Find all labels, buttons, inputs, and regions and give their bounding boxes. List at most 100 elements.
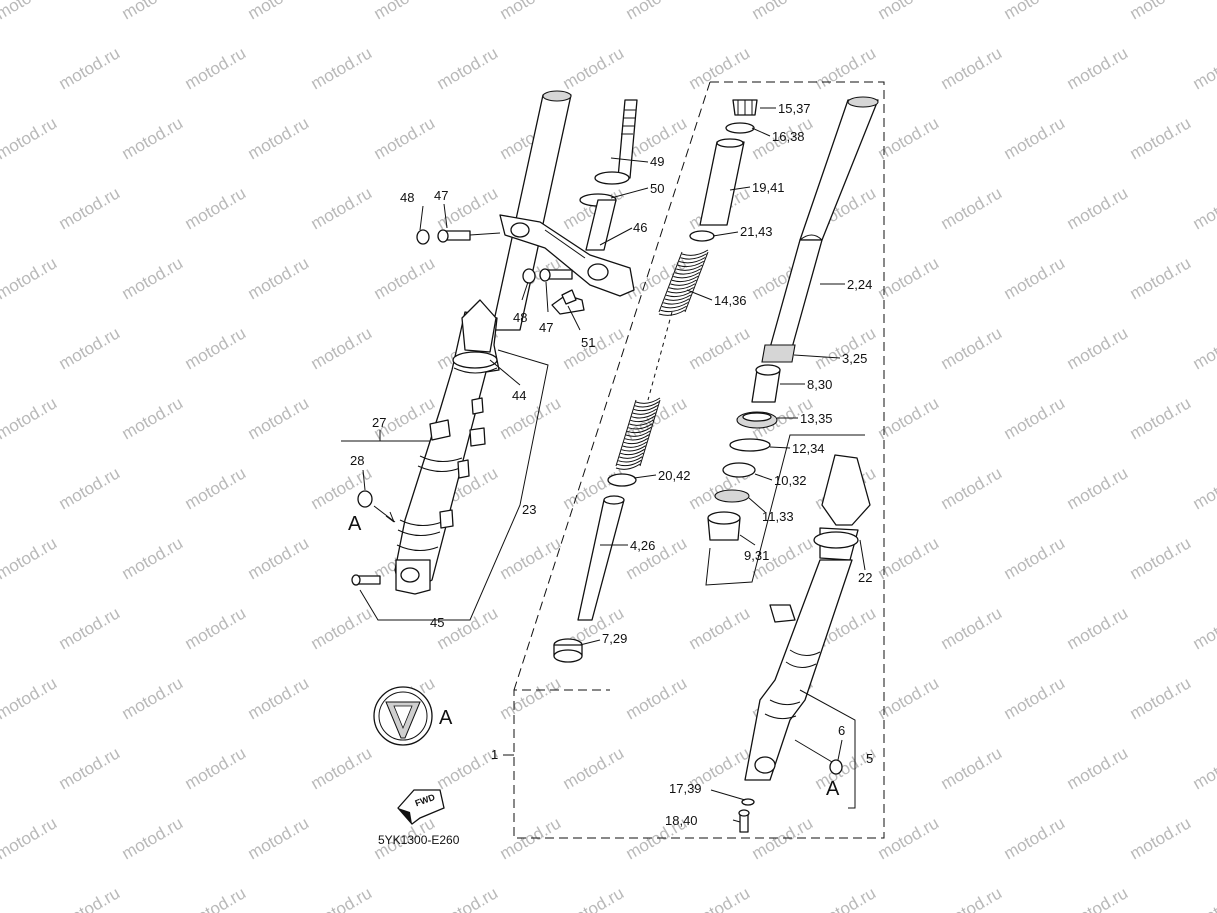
watermark-text: motod.ru <box>371 0 439 23</box>
watermark-text: motod.ru <box>875 813 943 863</box>
callout-10-32: 10,32 <box>774 473 807 488</box>
group-boundary-1 <box>513 81 885 839</box>
watermark-text: motod.ru <box>245 0 313 23</box>
watermark-text: motod.ru <box>1190 323 1217 373</box>
callout-47-top: 47 <box>434 188 448 203</box>
watermark-text: motod.ru <box>938 883 1006 913</box>
watermark-text: motod.ru <box>1001 113 1069 163</box>
watermark-text: motod.ru <box>938 743 1006 793</box>
watermark-text: motod.ru <box>497 673 565 723</box>
watermark-text: motod.ru <box>497 533 565 583</box>
inner-parts <box>553 96 879 663</box>
watermark-text: motod.ru <box>1127 393 1195 443</box>
watermark-text: motod.ru <box>1190 463 1217 513</box>
watermark-text: motod.ru <box>245 533 313 583</box>
callout-9-31: 9,31 <box>744 548 769 563</box>
callout-1: 1 <box>491 747 498 762</box>
callout-23: 23 <box>522 502 536 517</box>
callout-18-40: 18,40 <box>665 813 698 828</box>
watermark-text: motod.ru <box>0 0 60 23</box>
watermark-text: motod.ru <box>1190 743 1217 793</box>
watermark-text: motod.ru <box>623 0 691 23</box>
callout-28: 28 <box>350 453 364 468</box>
watermark-text: motod.ru <box>812 43 880 93</box>
callout-19-41: 19,41 <box>752 180 785 195</box>
watermark-text: motod.ru <box>497 0 565 23</box>
watermark-text: motod.ru <box>56 183 124 233</box>
watermark-text: motod.ru <box>1127 0 1195 23</box>
mark-a-right: A <box>826 778 840 800</box>
callout-2-24: 2,24 <box>847 277 872 292</box>
watermark-text: motod.ru <box>686 43 754 93</box>
callout-11-33: 11,33 <box>762 509 794 524</box>
watermark-text: motod.ru <box>56 463 124 513</box>
callout-21-43: 21,43 <box>740 224 773 239</box>
watermark-text: motod.ru <box>119 393 187 443</box>
callout-12-34: 12,34 <box>792 441 825 456</box>
watermark-text: motod.ru <box>434 43 502 93</box>
watermark-text: motod.ru <box>119 533 187 583</box>
watermark-text: motod.ru <box>182 43 250 93</box>
watermark-text: motod.ru <box>938 463 1006 513</box>
watermark-text: motod.ru <box>245 813 313 863</box>
watermark-text: motod.ru <box>0 673 60 723</box>
callout-5: 5 <box>866 751 873 766</box>
watermark-text: motod.ru <box>560 743 628 793</box>
fork-spring-outline <box>658 251 709 313</box>
watermark-text: motod.ru <box>182 743 250 793</box>
watermark-text: motod.ru <box>1127 673 1195 723</box>
watermark-text: motod.ru <box>119 673 187 723</box>
watermark-text: motod.ru <box>56 323 124 373</box>
watermark-text: motod.ru <box>686 883 754 913</box>
callout-50: 50 <box>650 181 664 196</box>
watermark-text: motod.ru <box>1064 603 1132 653</box>
watermark-text: motod.ru <box>56 743 124 793</box>
watermark-text: motod.ru <box>182 463 250 513</box>
callout-48-lower: 48 <box>513 310 527 325</box>
watermark-text: motod.ru <box>623 673 691 723</box>
callout-44: 44 <box>512 388 526 403</box>
watermark-text: motod.ru <box>1127 113 1195 163</box>
watermark-text: motod.ru <box>1001 533 1069 583</box>
watermark-text: motod.ru <box>560 883 628 913</box>
fork-spring-outline <box>615 399 661 467</box>
watermark-text: motod.ru <box>875 393 943 443</box>
watermark-text: motod.ru <box>308 603 376 653</box>
fork-spring <box>615 397 661 470</box>
watermark-text: motod.ru <box>1001 393 1069 443</box>
callout-22: 22 <box>858 570 872 585</box>
watermark-text: motod.ru <box>182 883 250 913</box>
watermark-text: motod.ru <box>875 533 943 583</box>
watermark-text: motod.ru <box>875 0 943 23</box>
watermark-text: motod.ru <box>308 183 376 233</box>
watermark-text: motod.ru <box>308 743 376 793</box>
watermark-text: motod.ru <box>1190 43 1217 93</box>
watermark-text: motod.ru <box>0 533 60 583</box>
watermark-text: motod.ru <box>1127 533 1195 583</box>
watermark-text: motod.ru <box>371 113 439 163</box>
watermark-text: motod.ru <box>434 883 502 913</box>
watermark-text: motod.ru <box>1064 743 1132 793</box>
callout-27: 27 <box>372 415 386 430</box>
watermark-text: motod.ru <box>1064 43 1132 93</box>
watermark-text: motod.ru <box>0 113 60 163</box>
callout-8-30: 8,30 <box>807 377 832 392</box>
watermark-text: motod.ru <box>938 323 1006 373</box>
callout-16-38: 16,38 <box>772 129 805 144</box>
watermark-text: motod.ru <box>245 393 313 443</box>
diagram-code: 5YK1300-E260 <box>378 833 460 847</box>
callout-labels: 15,37 16,38 19,41 21,43 14,36 20,42 4,26… <box>348 101 873 828</box>
watermark-text: motod.ru <box>119 813 187 863</box>
callout-45: 45 <box>430 615 444 630</box>
watermark-text: motod.ru <box>119 0 187 23</box>
watermark-text: motod.ru <box>1001 673 1069 723</box>
watermark-text: motod.ru <box>497 393 565 443</box>
logo-badge <box>373 686 433 746</box>
leader-lines <box>341 107 866 823</box>
watermark-text: motod.ru <box>308 883 376 913</box>
left-fork-assembly <box>351 90 572 595</box>
watermark-text: motod.ru <box>308 323 376 373</box>
watermark-text: motod.ru <box>1127 813 1195 863</box>
